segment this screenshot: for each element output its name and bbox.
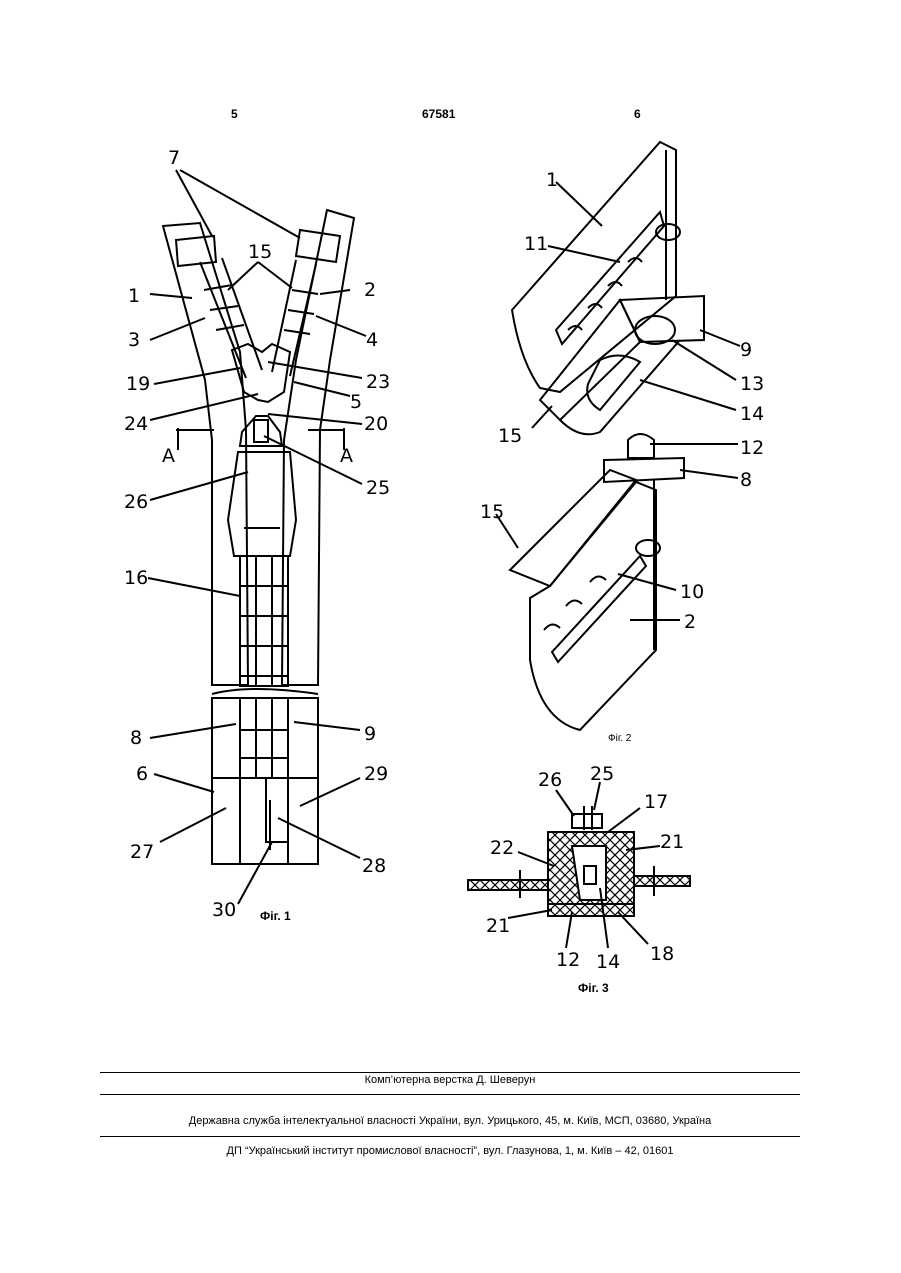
fig2-label: 1 <box>546 169 558 191</box>
fig1-caption: Фіг. 1 <box>260 909 291 923</box>
fig3-label: 18 <box>650 943 674 965</box>
fig1-label: 28 <box>362 855 386 877</box>
fig1-label: 26 <box>124 491 148 513</box>
fig1-label: A <box>340 445 353 467</box>
footer-rule <box>100 1094 800 1095</box>
figure-1-drawing <box>148 170 366 904</box>
fig3-label: 14 <box>596 951 620 973</box>
footer-institute-address: ДП “Український інститут промислової вла… <box>100 1145 800 1157</box>
fig2-label: 8 <box>740 469 752 491</box>
fig3-caption: Фіг. 3 <box>578 981 609 995</box>
fig1-label: 5 <box>350 391 362 413</box>
fig1-label: 25 <box>366 477 390 499</box>
fig2-label: 9 <box>740 339 752 361</box>
fig1-label: 24 <box>124 413 148 435</box>
footer-rule <box>100 1072 800 1073</box>
figure-2-drawing <box>496 142 740 730</box>
footer-rule <box>100 1136 800 1137</box>
fig1-label: 27 <box>130 841 154 863</box>
fig1-label: 2 <box>364 279 376 301</box>
fig2-label: 15 <box>498 425 522 447</box>
fig1-label: 29 <box>364 763 388 785</box>
fig1-label: 30 <box>212 899 236 921</box>
fig2-label: 14 <box>740 403 764 425</box>
footer-typesetting: Комп’ютерна верстка Д. Шеверун <box>100 1074 800 1086</box>
fig2-caption: Фіг. 2 <box>608 733 632 744</box>
fig1-label: 1 <box>128 285 140 307</box>
fig1-label: 3 <box>128 329 140 351</box>
fig3-label: 17 <box>644 791 668 813</box>
fig2-label: 11 <box>524 233 548 255</box>
fig1-label: 19 <box>126 373 150 395</box>
fig1-label: 6 <box>136 763 148 785</box>
fig2-label: 2 <box>684 611 696 633</box>
fig1-label: 7 <box>168 147 180 169</box>
fig3-label: 22 <box>490 837 514 859</box>
fig3-label: 21 <box>486 915 510 937</box>
fig3-label: 25 <box>590 763 614 785</box>
fig1-label: 4 <box>366 329 378 351</box>
fig3-label: 26 <box>538 769 562 791</box>
fig1-label: 15 <box>248 241 272 263</box>
fig2-label: 10 <box>680 581 704 603</box>
fig2-label: 12 <box>740 437 764 459</box>
footer-service-address: Державна служба інтелектуальної власност… <box>100 1115 800 1127</box>
fig1-label: 20 <box>364 413 388 435</box>
fig1-label: 8 <box>130 727 142 749</box>
fig3-label: 21 <box>660 831 684 853</box>
fig2-label: 13 <box>740 373 764 395</box>
fig2-label: 15 <box>480 501 504 523</box>
fig1-label: 9 <box>364 723 376 745</box>
fig1-label: 23 <box>366 371 390 393</box>
fig1-label: 16 <box>124 567 148 589</box>
fig1-label: A <box>162 445 175 467</box>
fig3-label: 12 <box>556 949 580 971</box>
